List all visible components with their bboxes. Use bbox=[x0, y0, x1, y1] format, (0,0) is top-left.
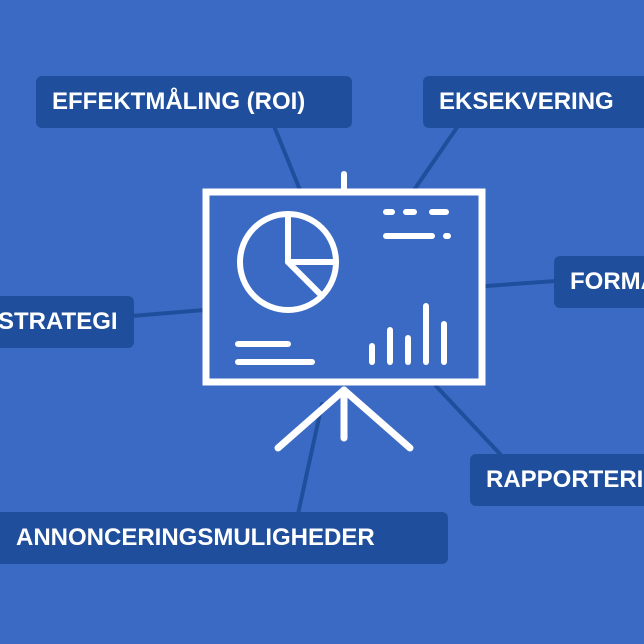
label-execution: EKSEKVERING bbox=[423, 76, 644, 128]
board-frame bbox=[202, 188, 486, 386]
pie-divider-diagonal bbox=[285, 259, 325, 299]
connector-strategy bbox=[130, 308, 206, 318]
label-strategy: STRATEGI bbox=[0, 296, 134, 348]
label-format: FORMAT bbox=[554, 256, 644, 308]
connector-reporting bbox=[434, 384, 502, 456]
label-roi: EFFEKTMÅLING (ROI) bbox=[36, 76, 352, 128]
label-strategy-text: STRATEGI bbox=[0, 308, 118, 335]
easel-leg-right bbox=[340, 386, 414, 452]
easel-leg-left bbox=[274, 386, 348, 452]
label-advertising: ANNONCERINGSMULIGHEDER bbox=[0, 512, 448, 564]
connector-roi bbox=[272, 124, 302, 192]
connector-advertising bbox=[296, 402, 324, 516]
connector-format bbox=[484, 279, 558, 288]
label-reporting: RAPPORTERING bbox=[470, 454, 644, 506]
connector-execution bbox=[412, 124, 460, 192]
